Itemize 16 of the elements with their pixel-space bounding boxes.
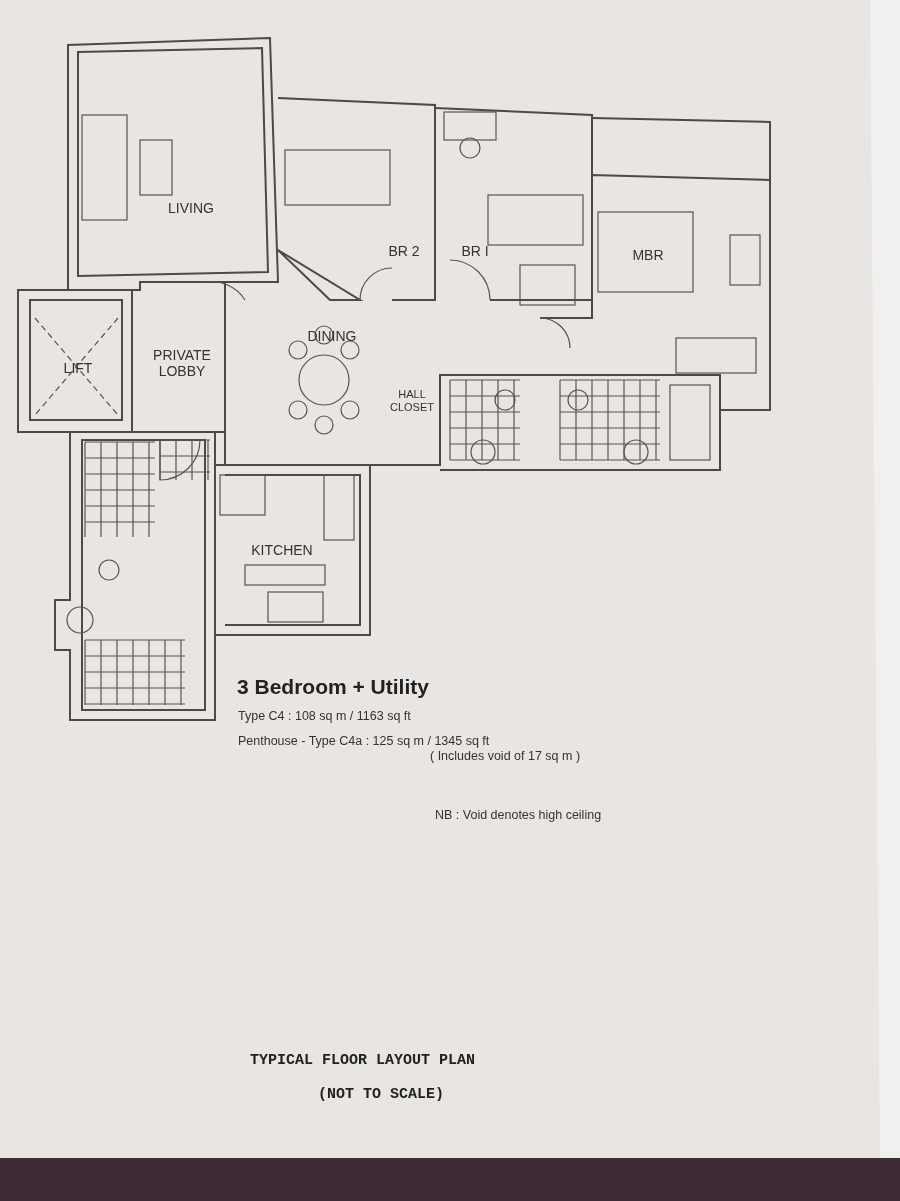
- area-note: Penthouse - Type C4a : 125 sq m / 1345 sq ft: [238, 734, 490, 749]
- room-label: LIVING: [168, 200, 214, 217]
- room-label: MBR: [632, 247, 664, 264]
- plan-title: 3 Bedroom + Utility: [237, 675, 429, 700]
- plan-caption: TYPICAL FLOOR LAYOUT PLAN: [250, 1052, 476, 1070]
- area-note: ( Includes void of 17 sq m ): [430, 749, 581, 764]
- room-label: DINING: [307, 328, 357, 345]
- room-label: PRIVATE LOBBY: [152, 347, 212, 380]
- room-label: BR I: [461, 243, 489, 260]
- area-note: NB : Void denotes high ceiling: [435, 808, 602, 823]
- room-label: LIFT: [63, 360, 93, 377]
- area-note: Type C4 : 108 sq m / 1163 sq ft: [238, 709, 411, 724]
- room-label: KITCHEN: [251, 542, 313, 559]
- plan-caption: (NOT TO SCALE): [318, 1086, 445, 1104]
- room-label: BR 2: [388, 243, 420, 260]
- room-label: HALL CLOSET: [389, 388, 435, 414]
